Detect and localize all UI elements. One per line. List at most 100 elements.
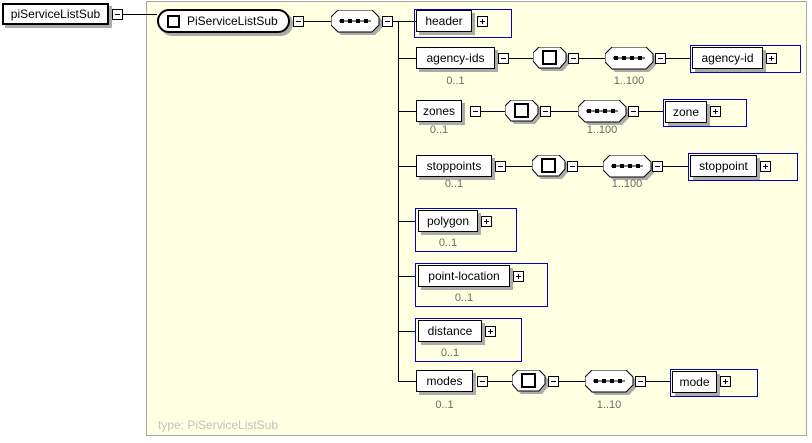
element-label: stoppoints: [426, 159, 482, 173]
element-box-mode[interactable]: mode: [672, 371, 717, 393]
element-label: distance: [427, 324, 473, 338]
element-box-agency-ids[interactable]: agency-ids: [416, 47, 495, 69]
element-label: modes: [426, 374, 463, 388]
connector-line: [506, 166, 532, 167]
collapse-toggle-icon[interactable]: [470, 106, 481, 117]
collapsed-element-frame: [415, 263, 548, 307]
connector-line: [481, 111, 505, 112]
element-label: stoppoint: [699, 159, 748, 173]
content-model-icon[interactable]: [533, 47, 570, 73]
collapse-toggle-icon[interactable]: [628, 106, 639, 117]
collapse-toggle-icon[interactable]: [568, 53, 579, 64]
cardinality-label: 0..1: [446, 75, 465, 87]
expand-toggle-icon[interactable]: [477, 16, 488, 27]
element-label: polygon: [426, 214, 470, 228]
cardinality-label: 1..100: [613, 75, 645, 87]
element-label: agency-id: [701, 51, 754, 65]
content-model-icon[interactable]: [532, 155, 569, 181]
connector-line: [639, 111, 663, 112]
element-box-stoppoint[interactable]: stoppoint: [690, 155, 757, 177]
cardinality-label: 1..100: [611, 178, 643, 190]
sequence-compositor-icon[interactable]: [603, 155, 655, 181]
root-element-box[interactable]: piServiceListSub: [2, 3, 109, 25]
collapsed-element-frame: [690, 45, 801, 73]
element-box-zone[interactable]: zone: [665, 101, 707, 123]
branch-line: [398, 111, 416, 112]
expand-toggle-icon[interactable]: [760, 161, 771, 172]
branch-line: [398, 58, 416, 59]
type-caption: type: PiServiceListSub: [158, 418, 279, 432]
connector-line: [663, 166, 688, 167]
branch-line: [398, 331, 416, 332]
element-label: agency-ids: [426, 51, 485, 65]
collapse-toggle-icon[interactable]: [293, 16, 304, 27]
tree-trunk-line: [398, 21, 399, 382]
content-model-icon[interactable]: [505, 100, 542, 126]
expand-toggle-icon[interactable]: [481, 216, 492, 227]
collapse-toggle-icon[interactable]: [548, 376, 559, 387]
sequence-compositor-icon[interactable]: [585, 370, 637, 396]
element-label: point-location: [428, 269, 500, 283]
collapsed-element-frame: [663, 99, 747, 127]
cardinality-label: 0..1: [438, 237, 458, 249]
collapse-toggle-icon[interactable]: [655, 53, 666, 64]
connector-line: [488, 381, 512, 382]
collapse-toggle-icon[interactable]: [540, 106, 551, 117]
element-box-polygon[interactable]: polygon: [418, 210, 478, 232]
collapse-toggle-icon[interactable]: [112, 9, 123, 20]
collapsed-element-frame: [415, 318, 522, 362]
content-model-icon[interactable]: [512, 370, 549, 396]
collapse-toggle-icon[interactable]: [652, 161, 663, 172]
sequence-compositor-icon[interactable]: [605, 47, 657, 73]
connector-line: [646, 381, 670, 382]
connector-line: [304, 21, 331, 22]
element-box-point-location[interactable]: point-location: [418, 265, 510, 287]
collapsed-element-frame: [414, 9, 512, 38]
cardinality-label: 0..1: [429, 124, 449, 136]
collapsed-element-frame: [688, 153, 798, 181]
collapse-toggle-icon[interactable]: [567, 161, 578, 172]
branch-line: [398, 166, 416, 167]
connector-line: [551, 111, 578, 112]
expand-toggle-icon[interactable]: [766, 53, 777, 64]
collapse-toggle-icon[interactable]: [477, 376, 488, 387]
branch-line: [398, 276, 416, 277]
cardinality-label: 0..1: [454, 292, 474, 304]
collapse-toggle-icon[interactable]: [498, 53, 509, 64]
connector-line: [666, 58, 690, 59]
element-label: zones: [422, 104, 456, 118]
element-label: header: [425, 14, 463, 28]
expand-toggle-icon[interactable]: [710, 106, 721, 117]
collapsed-element-frame: [415, 208, 517, 252]
element-label: zone: [672, 105, 700, 119]
element-box-distance[interactable]: distance: [418, 320, 482, 342]
complex-type-box[interactable]: PiServiceListSub: [157, 9, 290, 33]
element-box-modes[interactable]: modes: [416, 370, 473, 392]
complex-type-label: PiServiceListSub: [187, 14, 278, 28]
sequence-compositor-icon[interactable]: [331, 10, 383, 36]
expand-toggle-icon[interactable]: [720, 376, 731, 387]
collapse-toggle-icon[interactable]: [382, 16, 393, 27]
connector-line: [123, 14, 157, 15]
connector-line: [559, 381, 585, 382]
cardinality-label: 0..1: [444, 178, 464, 190]
expand-toggle-icon[interactable]: [513, 271, 524, 282]
cardinality-label: 0..1: [440, 347, 460, 359]
expand-toggle-icon[interactable]: [485, 326, 496, 337]
collapse-toggle-icon[interactable]: [495, 161, 506, 172]
element-box-header[interactable]: header: [416, 10, 472, 32]
cardinality-label: 1..10: [596, 399, 622, 411]
cardinality-label: 0..1: [435, 399, 454, 411]
element-box-stoppoints[interactable]: stoppoints: [416, 155, 492, 177]
sequence-compositor-icon[interactable]: [578, 100, 630, 126]
element-box-zones[interactable]: zones: [416, 100, 462, 122]
connector-line: [578, 166, 603, 167]
element-box-agency-id[interactable]: agency-id: [692, 47, 763, 69]
complex-type-icon: [167, 14, 180, 28]
connector-line: [509, 58, 533, 59]
connector-line: [393, 21, 416, 22]
collapsed-element-frame: [670, 369, 758, 397]
collapse-toggle-icon[interactable]: [635, 376, 646, 387]
branch-line: [398, 381, 416, 382]
